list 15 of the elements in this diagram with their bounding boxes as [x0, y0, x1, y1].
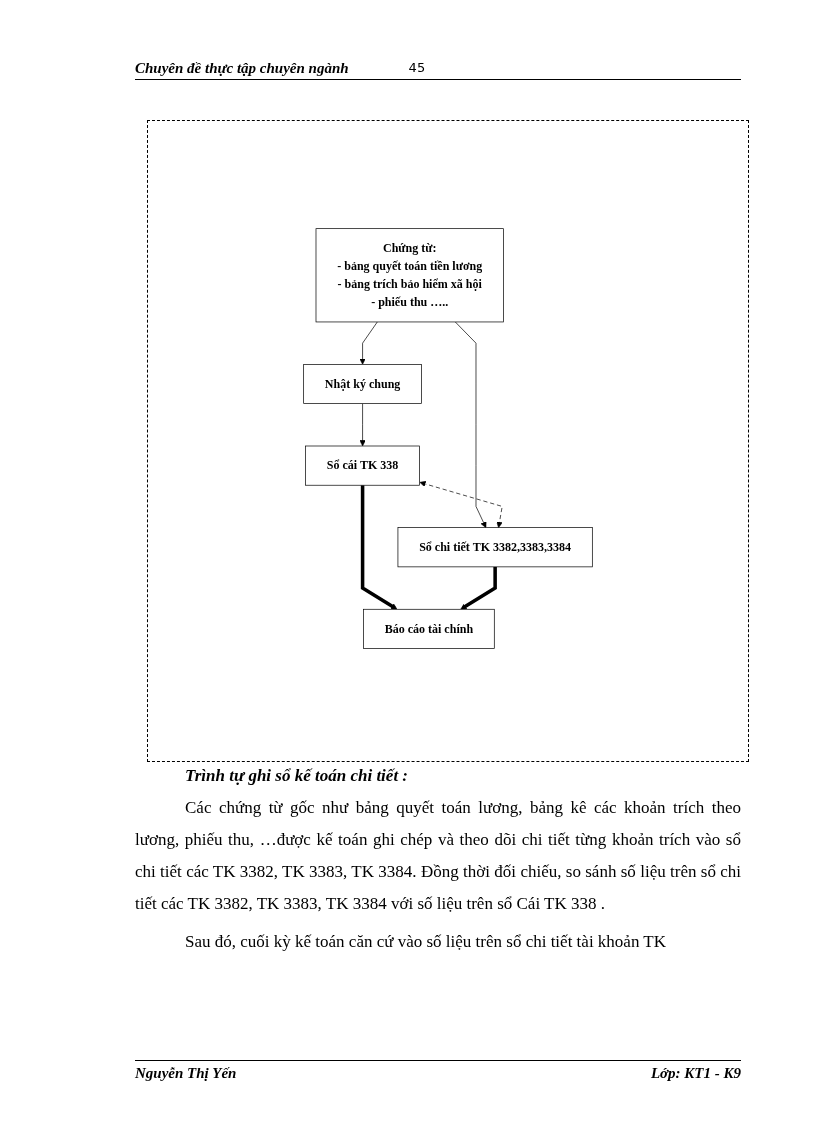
header-title: Chuyên đề thực tập chuyên ngành — [135, 60, 349, 77]
arrow — [460, 567, 497, 610]
node-box — [305, 446, 420, 486]
flowchart: Chứng từ: - bảng quyết toán tiền lương - bảng trích bảo hiểm xã hội - phiếu thu ….. Nhật ký chung Sổ cái TK 338 Sổ chi tiết TK 3382,3383,3384 Báo cáo tài chính — [298, 223, 598, 655]
class-code: Lớp: KT1 - K9 — [650, 1065, 741, 1082]
node-box — [397, 527, 593, 568]
arrow — [360, 485, 398, 610]
node-box — [363, 609, 495, 650]
author-name: Nguyễn Thị Yến — [135, 1065, 237, 1082]
section-heading: Trình tự ghi sổ kế toán chi tiết : — [185, 766, 410, 786]
paragraph: Các chứng từ gốc như bảng quyết toán lương, bảng kê các khoản trích theo lương, phiếu thu, …được kế toán ghi chép và theo dõi chi tiết từng khoản trích vào sổ chi tiết các TK 3382, TK 3383, TK 3384. Đồng thời đối chiếu, so sánh số liệu trên sổ chi tiết các TK 3382, TK 3383, TK 3384 với số liệu trên sổ Cái TK 338 . — [135, 797, 741, 915]
node-box — [303, 364, 422, 405]
node-box — [315, 228, 504, 323]
paragraph: Sau đó, cuối kỳ kế toán căn cứ vào số liệu trên sổ chi tiết tài khoản TK — [184, 931, 667, 953]
page-number: 45 — [408, 60, 426, 77]
